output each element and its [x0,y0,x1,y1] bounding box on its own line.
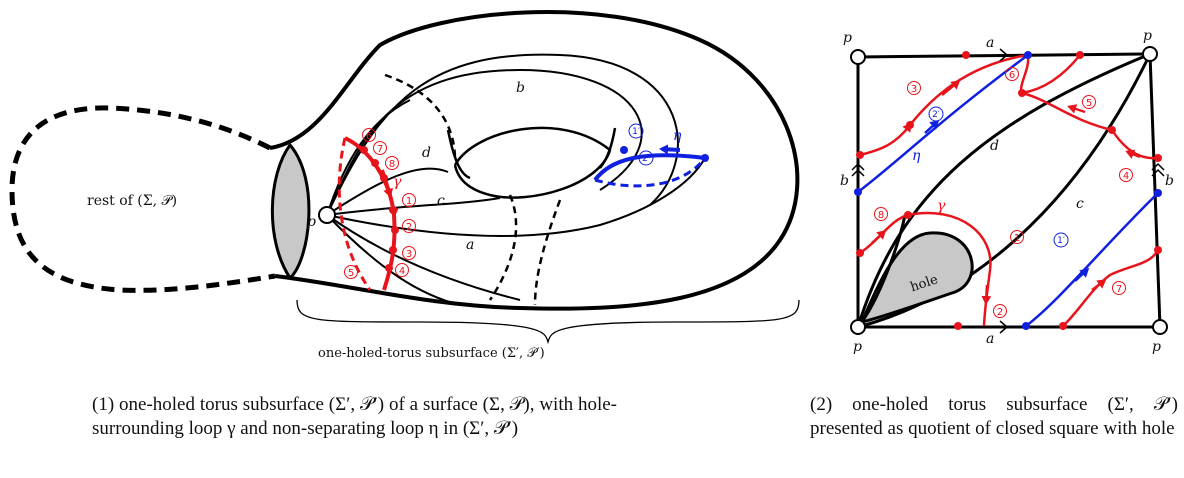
red-arc-3 [859,53,1029,157]
caption-figure1: (1) one-holed torus subsurface (Σ′, 𝒫′) … [92,394,617,439]
red-arrow-3 [941,80,961,96]
arc-outer-1 [326,53,679,216]
edge-arrow-a-bottom [999,320,1009,334]
f1-marker-2p: 2′ [642,154,650,164]
figure1-red-markers [344,128,416,279]
eta-arc-upper [857,53,1029,193]
corner-label-bl: p [853,339,862,355]
hidden-arc-3 [533,199,562,306]
label-c-2: c [1076,196,1084,212]
f1-marker-3: 3 [406,249,412,260]
boundary-hole-disk [270,142,311,281]
f1-marker-4: 4 [399,266,405,277]
f2-marker-2: 2 [997,307,1003,318]
brace-label: one-holed-torus subsurface (Σ′, 𝒫′) [318,346,545,361]
f2-marker-3: 3 [911,84,917,95]
edge-arrow-b-right [1151,162,1165,177]
arc-d [326,167,449,216]
eta-arrow-lower [1074,267,1090,282]
rest-label: rest of (Σ, 𝒫) [87,193,177,209]
label-d-2: d [990,138,999,154]
label-eta-2: η [912,148,921,164]
red-arrow-5 [1067,104,1086,114]
corner-p-topleft [850,49,866,65]
eta-hidden [594,157,707,188]
corner-p-topright [1142,46,1158,62]
edge-label-b-left: b [840,173,849,189]
arc-b [326,68,643,216]
red-arc-6 [1019,54,1081,95]
edge-arrow-b-left [851,162,865,177]
f2-marker-1: 1 [1014,233,1020,244]
curve-c [857,53,1152,329]
caption-figure2: (2) one-holed torus subsurface (Σ′, 𝒫′) … [810,394,1178,439]
arc-lower-1 [326,214,521,301]
f2-marker-8: 8 [878,210,884,221]
f1-marker-6: 6 [366,131,372,142]
label-b: b [516,80,525,96]
f2-marker-4: 4 [1123,171,1129,182]
eta-arrow [659,144,681,155]
label-a: a [466,237,474,253]
corner-label-tl: p [843,30,852,46]
figure2-diagram: p p p p a a b b d c γ η hole 1 2 3 4 5 6… [840,28,1174,355]
eta-loop [593,153,706,182]
red-arrow-4 [1125,149,1141,159]
hidden-arc-1 [384,73,457,161]
hidden-arc-2 [488,194,518,301]
label-gamma: γ [393,174,402,190]
f2-marker-1p: 1′ [1057,236,1065,246]
corner-p-bottomleft [850,319,866,335]
vertex-p [318,206,336,224]
red-arrow-7 [1091,279,1107,291]
torus-inner-hole [453,126,612,199]
f1-marker-1p: 1′ [632,127,640,137]
f1-marker-7: 7 [377,144,383,155]
red-arc-7 [1062,249,1160,327]
corner-label-br: p [1152,339,1161,355]
f2-marker-7: 7 [1116,284,1122,295]
label-c: c [437,193,445,209]
arc-a [326,157,706,237]
edge-label-a-top: a [986,35,994,51]
eta-arc-lower [1025,192,1159,327]
arc-c [326,197,501,216]
figure1-diagram: rest of (Σ, 𝒫) one-holed-torus subsurfac… [9,10,800,361]
f1-marker-2: 2 [406,222,412,233]
f1-marker-8: 8 [389,159,395,170]
f1-marker-5: 5 [348,268,354,279]
subsurface-brace [296,299,800,345]
eta-arrow-upper [924,119,940,134]
f1-marker-1: 1 [406,196,412,207]
corner-label-tr: p [1143,28,1152,44]
curve-d [856,52,1151,328]
f2-marker-2p: 2′ [932,110,940,120]
red-arc-5 [1021,91,1113,132]
torus-outer-boundary [269,10,800,311]
f2-marker-5: 5 [1086,98,1092,109]
red-arrow-gamma [981,284,992,305]
p-label: p [307,214,316,230]
corner-p-bottomright [1152,319,1168,335]
gamma-hidden [337,137,372,291]
red-arrow-8 [871,229,887,244]
edge-arrow-a-top [999,48,1009,62]
arc-upper-2 [326,99,411,216]
label-d: d [422,145,431,161]
edge-label-b-right: b [1165,173,1174,189]
label-gamma-2: γ [937,198,946,214]
f2-marker-6: 6 [1009,70,1015,81]
edge-label-a-bottom: a [986,331,994,347]
hole-inner-curve [856,214,907,328]
torus-inner-rim [446,127,617,180]
label-eta: η [673,128,682,144]
